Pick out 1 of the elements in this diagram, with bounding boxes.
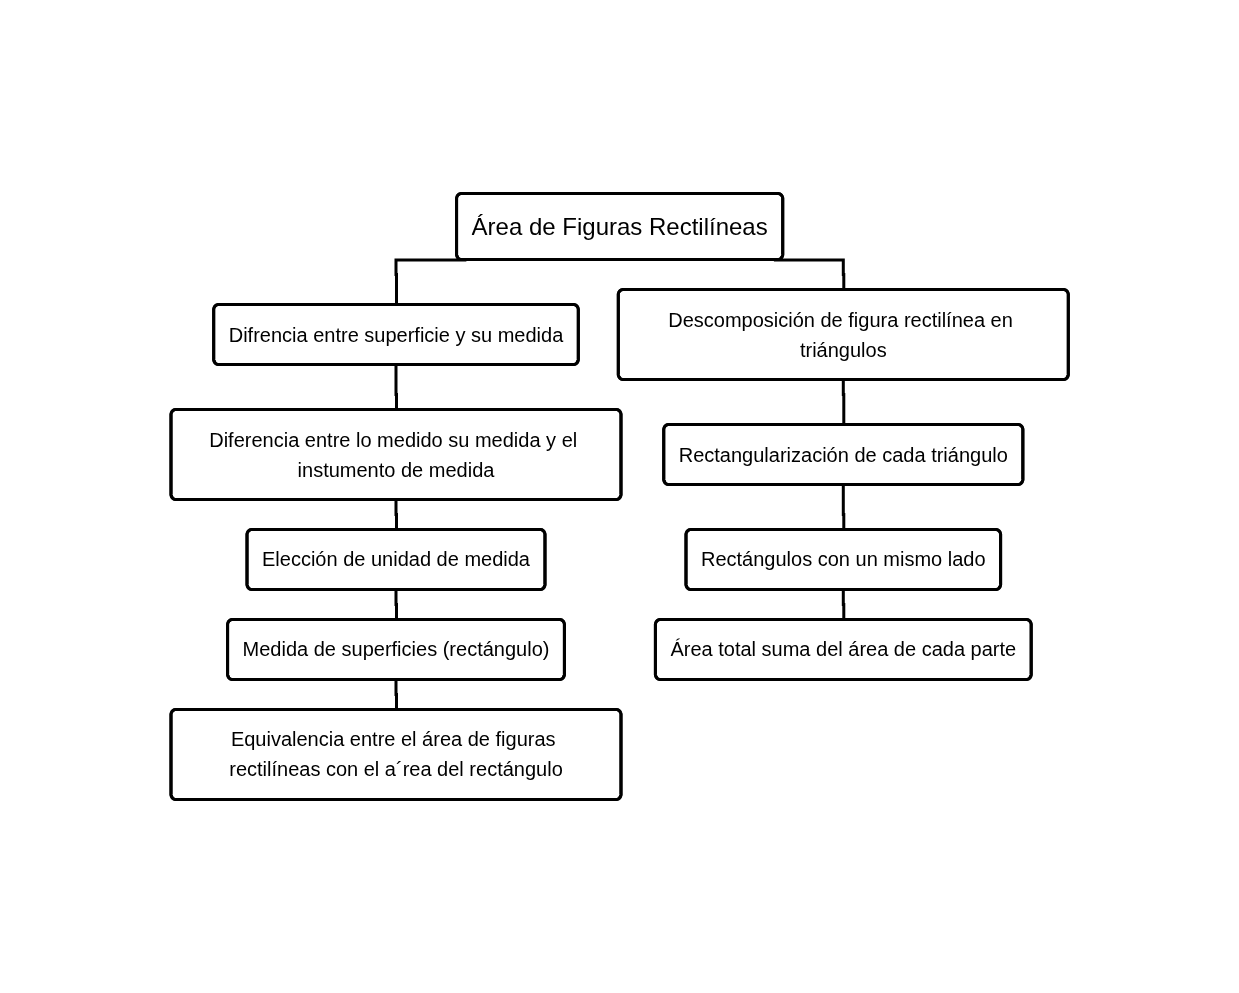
connector: [773, 258, 846, 290]
